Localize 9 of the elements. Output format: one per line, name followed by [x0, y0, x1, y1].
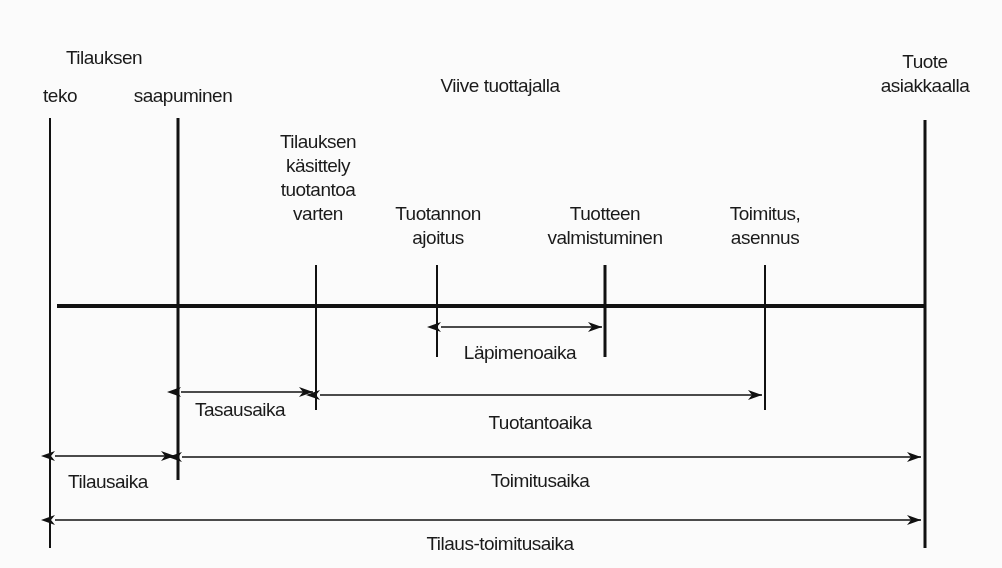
- event-label: saapuminen: [133, 84, 233, 108]
- event-label: Tilauksen: [65, 46, 143, 70]
- event-label: teko: [43, 84, 77, 108]
- event-label: Tilauksen käsittely tuotantoa varten: [278, 130, 358, 226]
- event-label: Tuotannon ajoitus: [394, 202, 482, 250]
- event-label: Toimitus, asennus: [728, 202, 802, 250]
- event-label: Tuote asiakkaalla: [879, 50, 971, 98]
- event-label: Tuotteen valmistuminen: [546, 202, 664, 250]
- section-label: Viive tuottajalla: [440, 74, 560, 98]
